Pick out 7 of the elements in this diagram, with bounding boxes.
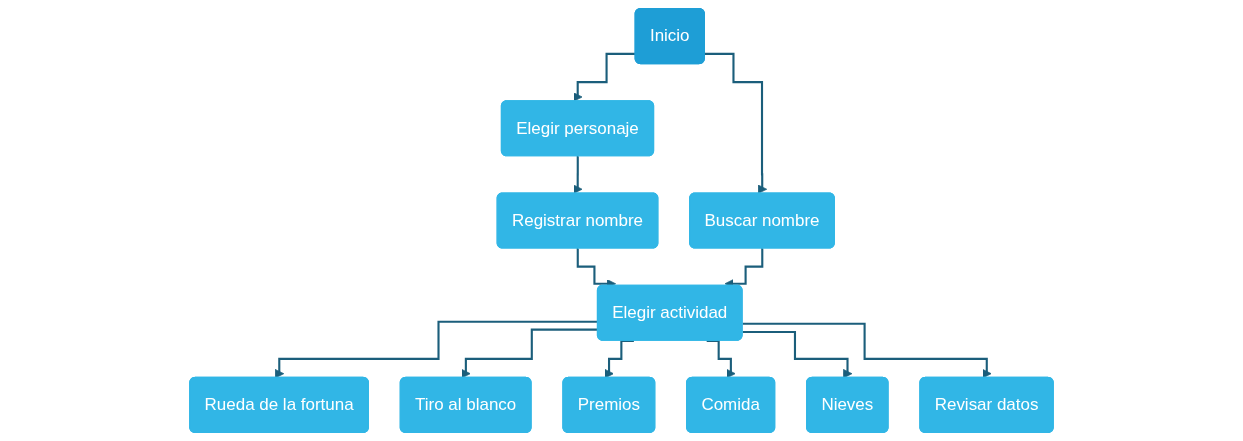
- arrow: [742, 322, 992, 379]
- arrow: [742, 331, 853, 379]
- arrow: [573, 52, 636, 102]
- arrow: [704, 52, 768, 194]
- arrow: [461, 328, 598, 379]
- arrow: [274, 320, 598, 379]
- arrow: [573, 155, 583, 194]
